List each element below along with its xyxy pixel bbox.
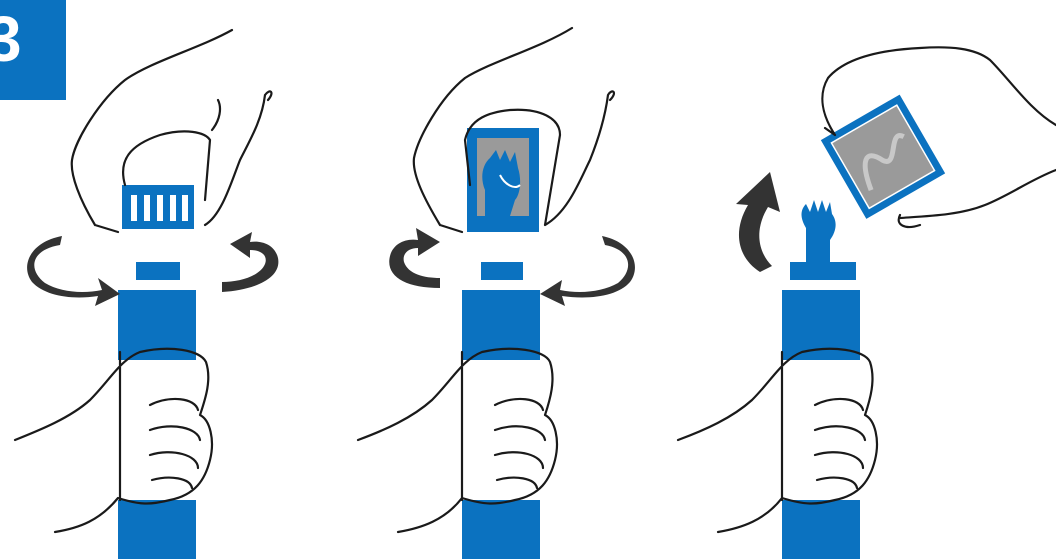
twist-arrow-icon	[389, 228, 440, 288]
bottle-collar	[790, 262, 856, 280]
bottle-base	[118, 500, 196, 559]
twist-arrow-icon	[222, 232, 278, 292]
bottle-collar	[481, 262, 523, 280]
cap-icon	[467, 128, 539, 232]
cap-icon	[826, 99, 941, 214]
lift-arrow-icon	[736, 172, 780, 272]
cap-icon	[122, 185, 194, 229]
panel-twist-cap-on	[358, 28, 635, 559]
panel-twist-cap-off	[15, 30, 278, 559]
panel-lift-cap-off	[678, 47, 1056, 559]
bottle-base	[462, 500, 540, 559]
bottle-base	[782, 500, 860, 559]
twist-arrow-icon	[27, 236, 120, 306]
bottle-collar	[136, 262, 180, 280]
brush-tip-icon	[802, 200, 836, 262]
twist-arrow-icon	[540, 236, 635, 306]
